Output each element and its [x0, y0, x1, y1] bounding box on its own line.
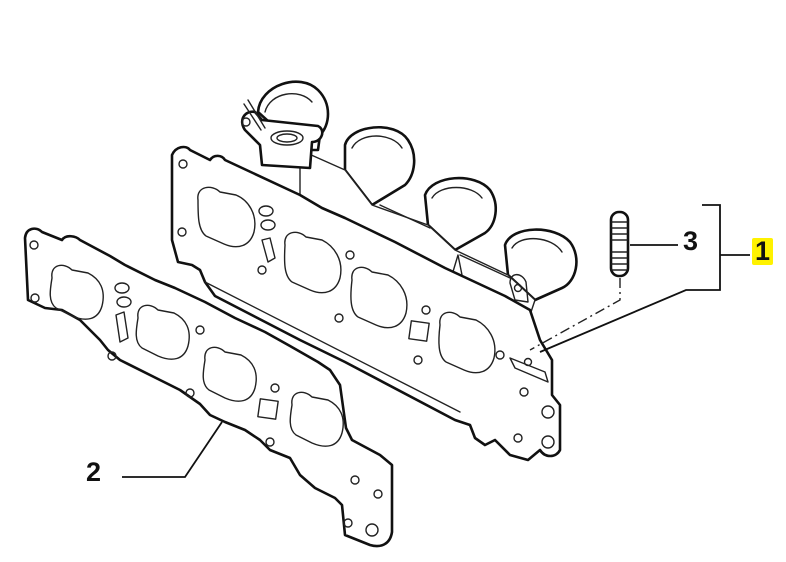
manifold-drawing [170, 80, 578, 462]
callout-1-label: 1 [752, 238, 774, 265]
stud-drawing [609, 210, 630, 278]
leader-lines [122, 204, 750, 478]
callout-3-label: 3 [683, 226, 699, 256]
callout-2-label: 2 [86, 457, 102, 487]
gasket-drawing [23, 227, 394, 548]
